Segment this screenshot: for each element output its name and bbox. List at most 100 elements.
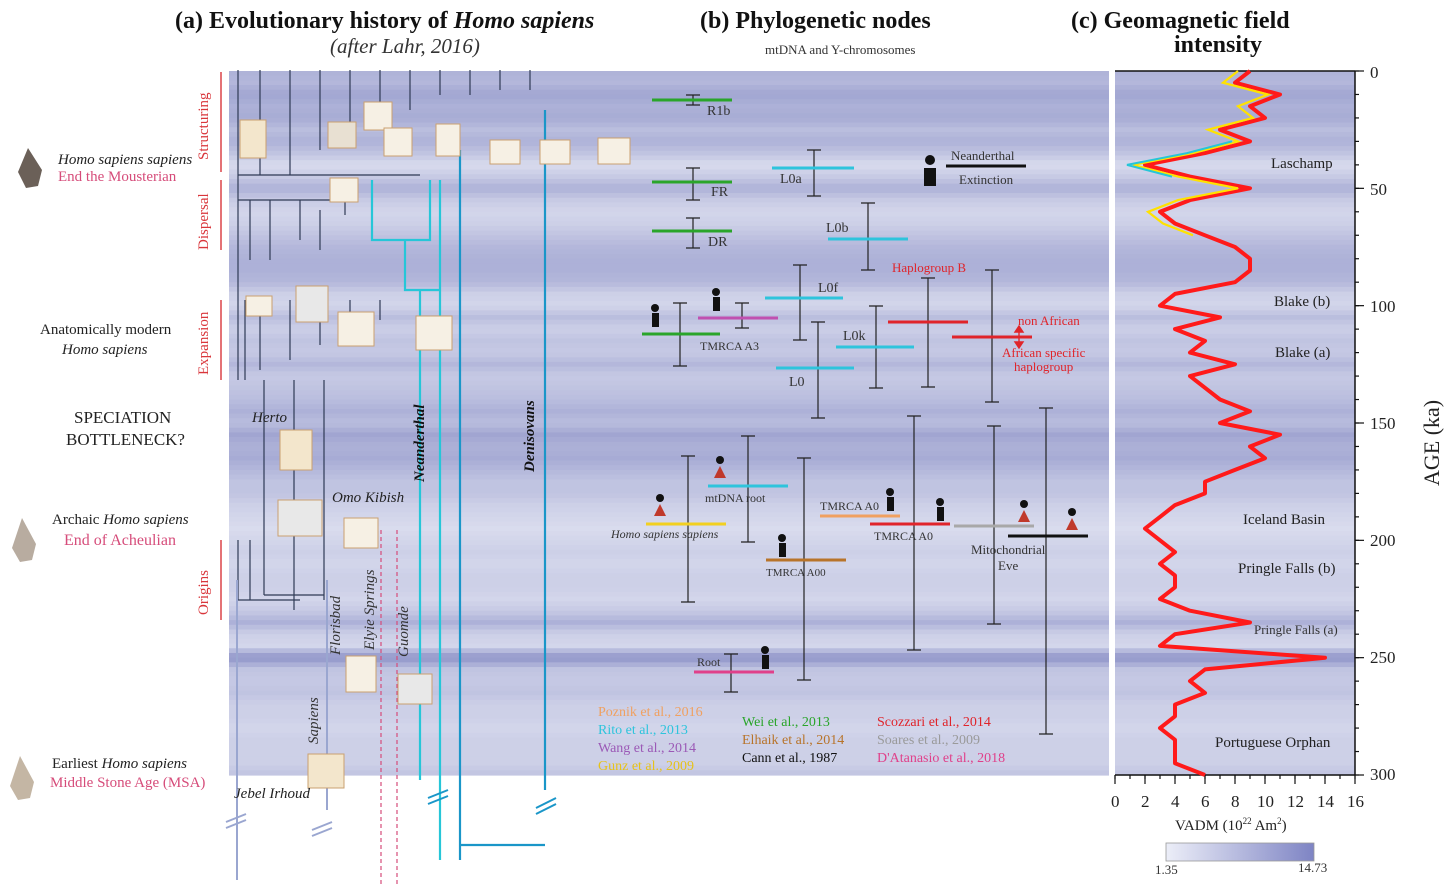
intensity-band	[1115, 319, 1355, 326]
intensity-band	[229, 169, 1109, 175]
intensity-band	[1115, 671, 1355, 678]
intensity-band	[1115, 695, 1355, 701]
intensity-band	[229, 455, 1109, 462]
dashed-lines	[380, 530, 398, 886]
earliest-event: Middle Stone Age (MSA)	[50, 775, 206, 791]
intensity-band	[229, 545, 1109, 551]
intensity-band	[1115, 89, 1355, 96]
colorbar	[1165, 842, 1315, 862]
intensity-band	[1115, 460, 1355, 466]
speciation-label-1: SPECIATION	[74, 408, 172, 427]
intensity-band	[229, 535, 1109, 541]
intensity-band	[1115, 380, 1355, 387]
intensity-band	[229, 94, 1109, 100]
intensity-band	[229, 484, 1109, 490]
intensity-band	[229, 150, 1109, 157]
intensity-band	[229, 329, 1109, 335]
red-arrow	[1013, 324, 1025, 350]
intensity-band	[229, 662, 1109, 668]
intensity-band	[1115, 399, 1355, 405]
intensity-band	[229, 357, 1109, 363]
intensity-band	[229, 361, 1109, 368]
intensity-band	[1115, 667, 1355, 673]
intensity-band	[229, 408, 1109, 415]
intensity-band	[229, 390, 1109, 396]
hss-label: Homo sapiens sapiens	[58, 152, 193, 168]
intensity-band	[1115, 638, 1355, 645]
panel-c-title-2: intensity	[1174, 32, 1263, 58]
vadm-tick-label: 14	[1317, 792, 1334, 811]
node-fr: FR	[711, 185, 729, 200]
intensity-band	[229, 413, 1109, 419]
node-l0k: L0k	[843, 329, 866, 344]
intensity-band	[1115, 103, 1355, 110]
intensity-band	[1115, 178, 1355, 185]
ref-poznik: Poznik et al., 2016	[598, 705, 703, 720]
intensity-band	[229, 113, 1109, 119]
intensity-band	[229, 732, 1109, 739]
intensity-band	[229, 620, 1109, 626]
intensity-band	[229, 117, 1109, 124]
intensity-band	[1115, 484, 1355, 490]
intensity-band	[229, 437, 1109, 443]
intensity-band	[229, 648, 1109, 654]
intensity-band	[229, 427, 1109, 433]
phase-origins: Origins	[196, 570, 212, 615]
age-tick-300: 300	[1370, 765, 1396, 784]
intensity-band	[1115, 282, 1355, 288]
intensity-band	[229, 526, 1109, 532]
intensity-band	[1115, 352, 1355, 358]
intensity-band	[229, 709, 1109, 715]
intensity-band	[1115, 451, 1355, 457]
intensity-band	[1115, 94, 1355, 100]
site-elyie: Elyie Springs	[362, 569, 378, 650]
intensity-band	[1115, 582, 1355, 588]
age-tick-50: 50	[1370, 180, 1387, 199]
node-l0: L0	[789, 375, 805, 390]
intensity-band	[229, 423, 1109, 429]
ref-wei: Wei et al., 2013	[742, 715, 830, 730]
intensity-band	[1115, 216, 1355, 222]
intensity-band	[1115, 610, 1355, 617]
intensity-band	[1115, 343, 1355, 349]
intensity-band	[229, 516, 1109, 523]
intensity-band	[1115, 305, 1355, 311]
intensity-band	[229, 685, 1109, 692]
intensity-band	[229, 695, 1109, 701]
intensity-band	[1115, 559, 1355, 565]
intensity-band	[229, 770, 1109, 776]
intensity-band	[1115, 108, 1355, 114]
intensity-band	[229, 512, 1109, 518]
intensity-band	[229, 282, 1109, 288]
intensity-band	[229, 479, 1109, 485]
intensity-band	[229, 85, 1109, 91]
node-tmrca-a3: TMRCA A3	[700, 339, 760, 353]
intensity-band	[229, 376, 1109, 382]
panel-b-subtitle: mtDNA and Y-chromosomes	[765, 42, 916, 57]
intensity-band	[1115, 146, 1355, 152]
intensity-band	[1115, 760, 1355, 767]
intensity-band	[229, 164, 1109, 171]
intensity-band	[1115, 390, 1355, 396]
intensity-band	[1115, 385, 1355, 391]
site-herto: Herto	[252, 410, 287, 426]
intensity-band	[1115, 521, 1355, 527]
intensity-band	[1115, 516, 1355, 523]
intensity-band	[229, 127, 1109, 133]
intensity-band	[229, 291, 1109, 297]
intensity-band	[229, 385, 1109, 391]
intensity-band	[1115, 624, 1355, 631]
intensity-band	[1115, 239, 1355, 246]
intensity-band	[229, 99, 1109, 105]
node-root: Root	[697, 655, 721, 669]
intensity-band	[1115, 690, 1355, 696]
intensity-band	[229, 343, 1109, 349]
intensity-band	[229, 713, 1109, 720]
stone-tools	[10, 148, 42, 800]
intensity-band	[1115, 535, 1355, 541]
intensity-band	[1115, 770, 1355, 776]
intensity-band	[229, 606, 1109, 612]
intensity-band	[229, 756, 1109, 762]
fossil-skulls	[239, 101, 631, 789]
intensity-band	[229, 507, 1109, 513]
